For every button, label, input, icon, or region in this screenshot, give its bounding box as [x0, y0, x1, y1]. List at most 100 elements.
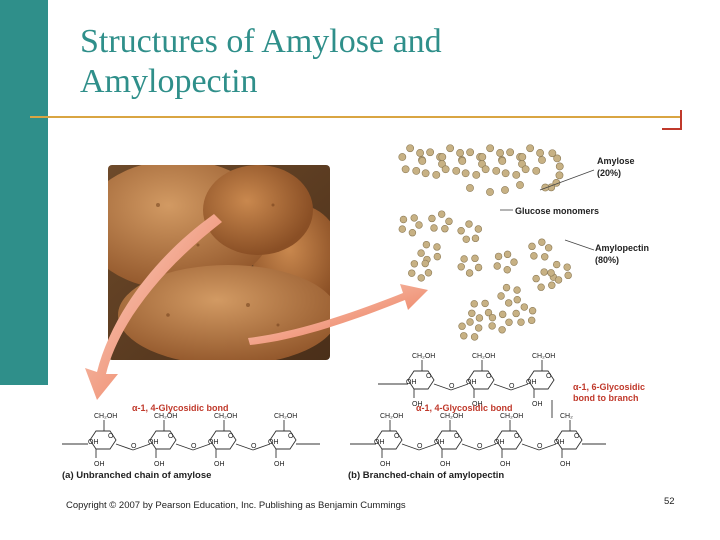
ring-oxygen-label: O: [546, 373, 552, 380]
oh-label: OH: [466, 379, 477, 386]
glucose-bead: [540, 268, 548, 276]
glucose-bead: [412, 166, 421, 175]
glucose-monomers-label: Glucose monomers: [515, 206, 600, 216]
title-line-2: Amylopectin: [80, 63, 258, 100]
pointer-amylose: [539, 169, 595, 191]
ch2oh-label: CH₂: [560, 413, 573, 420]
bridge-oxygen-label: O: [537, 443, 543, 450]
glucose-bead: [417, 249, 425, 257]
glucose-bead: [505, 318, 513, 326]
caption-b: (b) Branched-chain of amylopectin: [348, 470, 505, 481]
glucose-bead: [530, 252, 538, 260]
glucose-bead: [553, 154, 562, 163]
amylopectin-granule: [398, 210, 572, 341]
ring-oxygen-label: O: [168, 433, 174, 440]
glucose-bead: [466, 318, 474, 326]
glucose-bead: [418, 157, 427, 165]
glucose-bead: [474, 324, 483, 332]
glucose-bead: [458, 322, 466, 330]
glucose-bead: [422, 240, 431, 249]
glucose-bead: [460, 332, 468, 340]
glucose-bead: [548, 149, 557, 158]
glucose-bead: [488, 313, 497, 322]
oh-label: OH: [148, 439, 159, 446]
glycosidic-bond: [252, 443, 271, 451]
oh-label: OH: [268, 439, 279, 446]
bridge-oxygen-label: O: [477, 443, 483, 450]
title-line-1: Structures of Amylose and: [80, 23, 442, 60]
copyright-footer: Copyright © 2007 by Pearson Education, I…: [66, 500, 406, 511]
glucose-bead: [441, 225, 449, 233]
glucose-bead: [465, 269, 474, 277]
glucose-bead: [481, 299, 489, 308]
glucose-bead: [408, 229, 417, 237]
ch2oh-label: CH₂OH: [214, 413, 237, 420]
bridge-oxygen-label: O: [449, 383, 455, 390]
oh-label: OH: [526, 379, 537, 386]
glucose-bead: [512, 170, 521, 179]
glucose-bead: [544, 244, 553, 252]
glucose-bead: [541, 253, 549, 261]
glucose-bead: [438, 153, 447, 161]
glucose-bead: [415, 221, 423, 229]
glucose-bead: [555, 162, 564, 171]
glucose-bead: [527, 316, 536, 325]
ring-oxygen-label: O: [574, 433, 580, 440]
ring-oxygen-label: O: [228, 433, 234, 440]
glucose-bead: [471, 254, 479, 263]
glucose-bead: [526, 144, 535, 153]
glucose-bead: [472, 170, 481, 179]
glucose-bead: [512, 309, 520, 318]
oh-label: OH: [94, 461, 105, 468]
glucose-bead: [504, 299, 513, 307]
glucose-bead: [498, 326, 506, 334]
oh-label: OH: [208, 439, 219, 446]
glucose-bead: [537, 283, 545, 291]
glucose-bead: [555, 171, 564, 180]
glucose-bead: [416, 149, 424, 157]
glucose-bead: [421, 169, 430, 178]
glucose-bead: [517, 318, 525, 326]
bridge-oxygen-label: O: [191, 443, 197, 450]
oh-label: OH: [88, 439, 99, 446]
oh-label: OH: [214, 461, 225, 468]
amylopectin-glucose-chain: CH₂OHOOHOHOCH₂OHOOHOHOCH₂OHOOHOHOCH₂OOHO…: [350, 353, 606, 468]
glycosidic-bond: [433, 383, 452, 391]
glucose-bead: [456, 149, 464, 157]
glucose-bead: [528, 307, 537, 315]
glucose-bead: [468, 309, 476, 317]
glucose-bead: [481, 165, 490, 174]
ch2oh-label: CH₂OH: [380, 413, 403, 420]
glucose-bead: [513, 296, 521, 304]
ring-oxygen-label: O: [288, 433, 294, 440]
glucose-bead: [408, 269, 416, 277]
glycosidic-bond: [478, 443, 497, 451]
bridge-oxygen-label: O: [251, 443, 257, 450]
glycosidic-bond: [510, 383, 529, 391]
glucose-bead: [399, 215, 408, 224]
glucose-bead: [503, 250, 512, 259]
glucose-bead: [498, 157, 507, 165]
glucose-bead: [458, 157, 467, 165]
glucose-bead: [513, 286, 521, 294]
glucose-bead: [462, 235, 470, 243]
glucose-bead: [460, 255, 468, 263]
glucose-bead: [437, 210, 446, 218]
glycosidic-bond: [538, 443, 557, 451]
pointer-amylopectin: [564, 239, 595, 251]
oh-label: OH: [274, 461, 285, 468]
glucose-bead: [494, 252, 503, 261]
left-sidebar-bar: [0, 0, 48, 385]
glycosidic-bond: [132, 443, 151, 451]
glucose-bead: [521, 165, 530, 174]
ch2oh-label: CH₂OH: [532, 353, 555, 360]
glucose-bead: [466, 184, 474, 192]
ch2oh-label: CH₂OH: [472, 353, 495, 360]
amylose-granule: [398, 144, 564, 196]
glucose-bead: [538, 156, 546, 164]
amylose-glucose-chain: CH₂OHOOHOHOCH₂OHOOHOHOCH₂OHOOHOHOCH₂OHOO…: [62, 413, 320, 468]
glucose-bead: [475, 314, 484, 322]
oh-label: OH: [434, 439, 445, 446]
glycosidic-bond: [235, 443, 254, 451]
glucose-bead: [506, 148, 515, 157]
